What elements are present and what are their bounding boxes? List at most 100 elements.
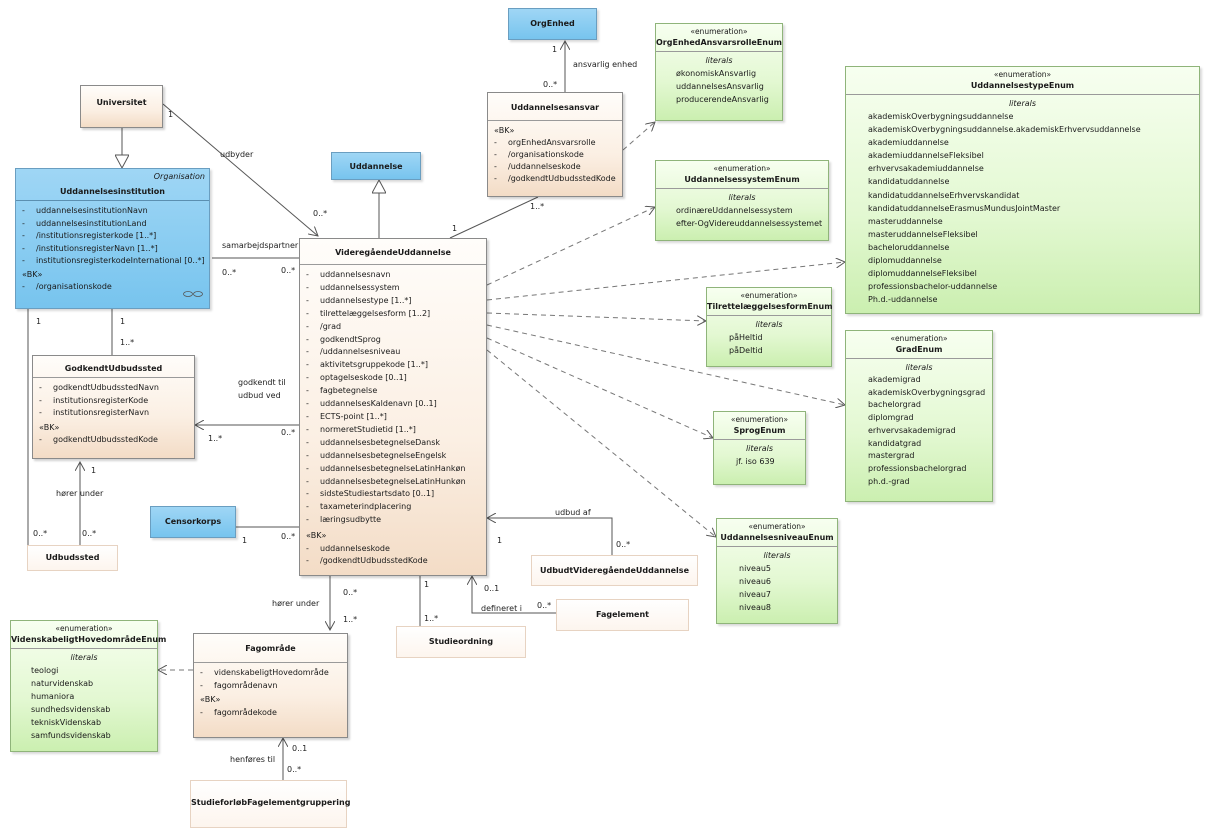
bk-stereotype: «BK» bbox=[200, 695, 221, 704]
attribute: -uddannelsesbetegnelseLatinHankøn bbox=[306, 463, 466, 473]
label-samarbejdspartner: samarbejdspartner bbox=[222, 241, 299, 250]
enum-literal: diplomgrad bbox=[868, 413, 914, 423]
literals-label: literals bbox=[763, 551, 791, 560]
enum-stereotype: «enumeration» bbox=[730, 415, 789, 424]
label-defineret-i: defineret i bbox=[481, 604, 522, 613]
enum-literal: niveau6 bbox=[739, 577, 772, 586]
videnskabeligthovedomraadeenum[interactable]: «enumeration» VidenskabeligtHovedområdeE… bbox=[10, 620, 166, 752]
uddannelsestypeenum[interactable]: «enumeration» UddannelsestypeEnum litera… bbox=[845, 66, 1200, 314]
class-name: OrgEnhed bbox=[530, 19, 575, 28]
godkendtudbudssted-class[interactable]: GodkendtUdbudssted -godkendtUdbudsstedNa… bbox=[32, 355, 195, 459]
class-name: Fagelement bbox=[596, 610, 649, 619]
enum-literal: erhvervsakademiuddannelse bbox=[868, 164, 984, 174]
literals-label: literals bbox=[745, 444, 774, 453]
uddannelsesansvar-class[interactable]: Uddannelsesansvar «BK» -orgEnhedAnsvarsr… bbox=[487, 92, 623, 197]
dep-vud-sprog bbox=[486, 337, 713, 438]
attribute: -godkendtUdbudsstedNavn bbox=[39, 383, 159, 392]
literals-label: literals bbox=[70, 653, 98, 662]
bk-stereotype: «BK» bbox=[494, 126, 515, 135]
enum-literal: niveau8 bbox=[739, 603, 772, 612]
dep-vud-system bbox=[486, 207, 655, 286]
literals-label: literals bbox=[705, 56, 733, 65]
class-name: VideregåendeUddannelse bbox=[335, 248, 451, 257]
mult: 0..* bbox=[281, 266, 296, 275]
enum-stereotype: «enumeration» bbox=[993, 70, 1052, 79]
attribute: -institutionsregisterNavn bbox=[39, 408, 150, 418]
uddannelsessystemenum[interactable]: «enumeration» UddannelsessystemEnum lite… bbox=[655, 160, 829, 241]
enum-name: GradEnum bbox=[895, 345, 943, 354]
attribute: -/organisationskode bbox=[494, 150, 584, 159]
mult: 1 bbox=[168, 110, 174, 119]
sprogenum[interactable]: «enumeration» SprogEnum literals jf. iso… bbox=[713, 411, 806, 485]
universitet-class[interactable]: Universitet bbox=[80, 85, 163, 128]
censorkorps-class[interactable]: Censorkorps bbox=[150, 506, 236, 538]
mult: 1..* bbox=[530, 202, 545, 211]
attribute: -uddannelsestype [1..*] bbox=[306, 295, 412, 305]
attribute: -uddannelsessystem bbox=[306, 282, 400, 292]
attribute: -fagområdenavn bbox=[200, 680, 278, 690]
fagelement-class[interactable]: Fagelement bbox=[556, 599, 689, 631]
mult: 1 bbox=[552, 45, 558, 54]
dep-ansvar-orgrolle bbox=[622, 122, 655, 151]
mult: 1 bbox=[36, 317, 42, 326]
label-hoerer-under-1: hører under bbox=[56, 489, 104, 498]
enum-literal: ph.d.-grad bbox=[868, 476, 910, 486]
attribute: -/institutionsregisterNavn [1..*] bbox=[22, 243, 158, 253]
videregaaendeuddannelse-class[interactable]: VideregåendeUddannelse -uddannelsesnavn … bbox=[299, 238, 487, 576]
enum-stereotype: «enumeration» bbox=[713, 164, 771, 173]
enum-literal: akademiuddannelse bbox=[868, 138, 949, 148]
mult: 0..* bbox=[222, 268, 237, 277]
mult: 1 bbox=[242, 536, 248, 545]
mult: 0..* bbox=[82, 529, 97, 538]
enum-literal: ordinæreUddannelsessystem bbox=[676, 206, 793, 215]
enum-literal: tekniskVidenskab bbox=[31, 718, 102, 727]
enum-literal: økonomiskAnsvarlig bbox=[676, 69, 757, 78]
mult: 1 bbox=[497, 536, 503, 545]
class-name: Fagområde bbox=[245, 644, 296, 653]
label-hoerer-under-2: hører under bbox=[272, 599, 320, 608]
label-ansvarlig-enhed: ansvarlig enhed bbox=[573, 60, 638, 69]
attribute: -/organisationskode bbox=[22, 282, 112, 292]
studieordning-class[interactable]: Studieordning bbox=[396, 626, 526, 658]
enum-name: SprogEnum bbox=[733, 426, 786, 435]
tilrettelaeggelsesformenum[interactable]: «enumeration» TilrettelæggelsesformEnum … bbox=[706, 287, 833, 367]
attribute: -/grad bbox=[306, 321, 342, 331]
assoc-uni-vud bbox=[162, 103, 318, 236]
enum-stereotype: «enumeration» bbox=[740, 291, 798, 300]
class-name: StudieforløbFagelementgruppering bbox=[191, 798, 351, 807]
uddannelsesniveauenum[interactable]: «enumeration» UddannelsesniveauEnum lite… bbox=[716, 518, 838, 624]
gradenum[interactable]: «enumeration» GradEnum literals akademig… bbox=[845, 330, 993, 502]
mult: 1..* bbox=[120, 338, 135, 347]
enum-literal: uddannelsesAnsvarlig bbox=[676, 82, 764, 91]
udbudssted-class[interactable]: Udbudssted bbox=[27, 545, 118, 571]
attribute: -godkendtSprog bbox=[306, 334, 381, 344]
assoc-udbudt-vud bbox=[487, 518, 613, 555]
orgenhed-class[interactable]: OrgEnhed bbox=[508, 8, 597, 40]
enum-literal: samfundsvidenskab bbox=[31, 731, 111, 740]
udbudtvideregaaendeuddannelse-class[interactable]: UdbudtVideregåendeUddannelse bbox=[531, 555, 698, 586]
orgenhedansvarsrolleenum[interactable]: «enumeration» OrgEnhedAnsvarsrolleEnum l… bbox=[655, 23, 783, 121]
enum-literal: akademiuddannelseFleksibel bbox=[868, 151, 984, 161]
enum-stereotype: «enumeration» bbox=[748, 522, 806, 531]
enum-literal: akademiskOverbygningsuddannelse.akademis… bbox=[868, 125, 1141, 135]
mult: 0..* bbox=[281, 428, 296, 437]
uddannelse-class[interactable]: Uddannelse bbox=[331, 152, 421, 180]
attribute: -videnskabeligtHovedområde bbox=[200, 668, 329, 677]
uddannelsesinstitution-class[interactable]: Organisation Uddannelsesinstitution -udd… bbox=[15, 168, 210, 309]
enum-literal: akademigrad bbox=[868, 375, 921, 384]
mult: 1 bbox=[91, 466, 97, 475]
mult: 0..* bbox=[537, 601, 552, 610]
enum-literal: diplomuddannelseFleksibel bbox=[868, 269, 977, 279]
attribute: -/uddannelsesniveau bbox=[306, 347, 401, 357]
attribute: -normeretStudietid [1..*] bbox=[306, 424, 416, 434]
fagomraade-class[interactable]: Fagområde -videnskabeligtHovedområde -fa… bbox=[193, 633, 348, 738]
mult: 0..* bbox=[33, 529, 48, 538]
studieforloebfagelementgruppering-class[interactable]: StudieforløbFagelementgruppering bbox=[190, 780, 351, 828]
enum-literal: kandidatgrad bbox=[868, 438, 922, 448]
bk-stereotype: «BK» bbox=[306, 531, 327, 541]
enum-literal: professionsbachelor-uddannelse bbox=[868, 282, 998, 292]
attribute: -ECTS-point [1..*] bbox=[306, 411, 387, 421]
attribute: -optagelseskode [0..1] bbox=[306, 373, 407, 383]
enum-stereotype: «enumeration» bbox=[890, 334, 948, 343]
class-stereotype: Organisation bbox=[153, 172, 205, 181]
